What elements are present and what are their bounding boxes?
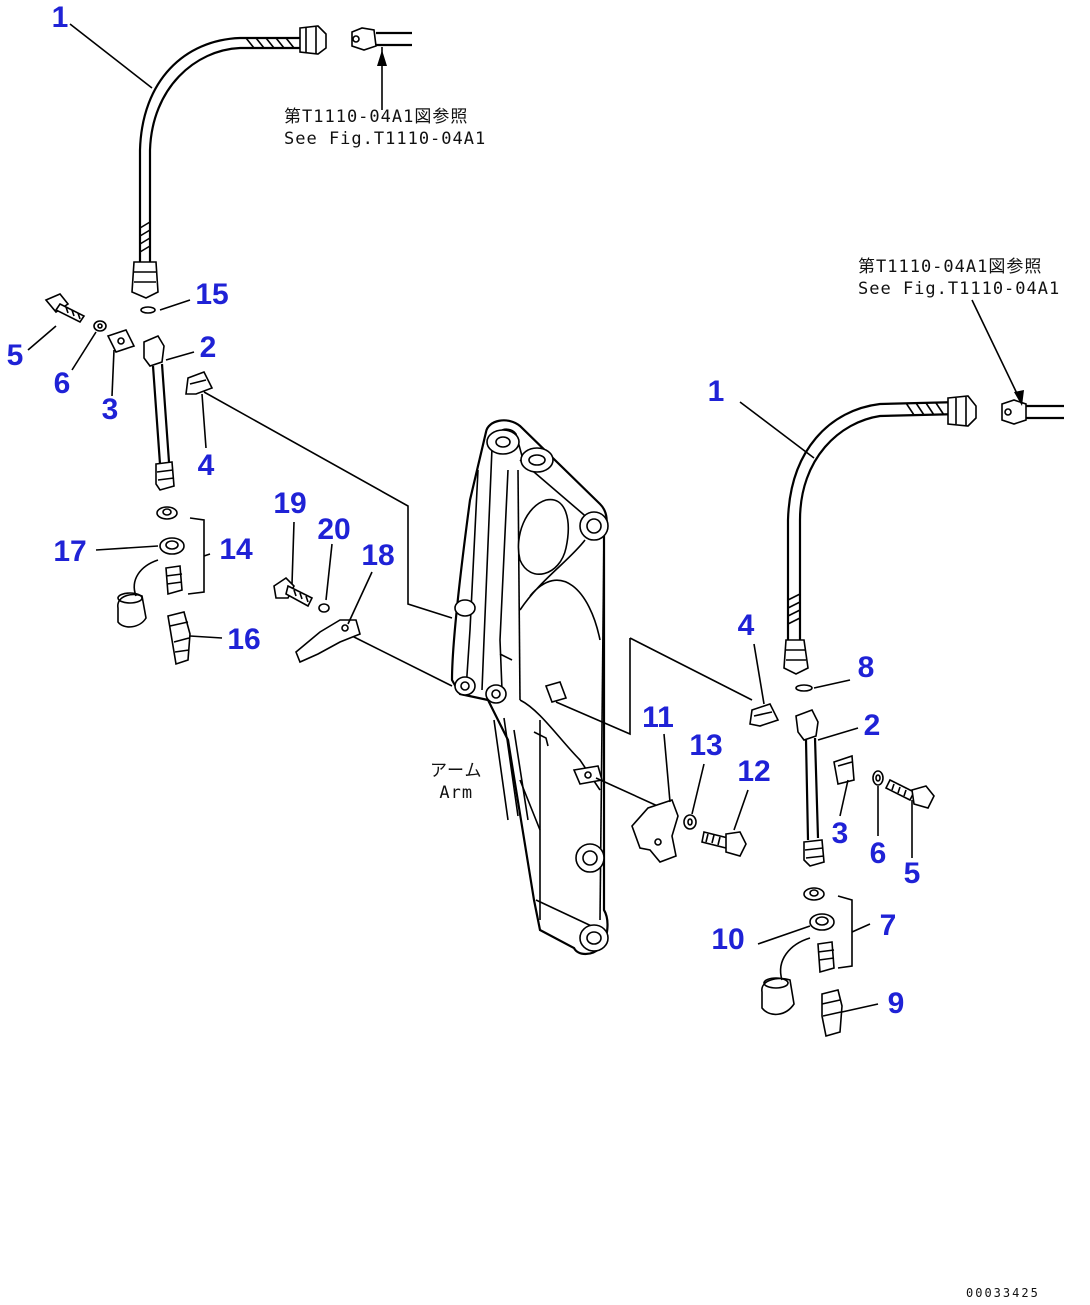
- callout-5-right: 5: [903, 857, 921, 890]
- washer-6-right: [872, 770, 884, 786]
- callout-3-right: 3: [831, 817, 849, 850]
- arm-body: [450, 419, 609, 956]
- callout-17: 17: [53, 535, 87, 568]
- clamp-4-left: [185, 370, 214, 395]
- callout-14: 14: [219, 533, 253, 566]
- reference-note-upper: 第T1110-04A1図参照 See Fig.T1110-04A1: [284, 106, 486, 150]
- cap-10: [761, 937, 811, 1016]
- leader-bracket-11: [595, 777, 663, 809]
- callout-9: 9: [887, 987, 905, 1020]
- arm-label-jp: アーム: [430, 761, 483, 781]
- reference-note-upper-en: See Fig.T1110-04A1: [284, 129, 487, 149]
- reference-note-right-jp: 第T1110-04A1図参照: [858, 257, 1043, 277]
- cap-17: [117, 559, 159, 628]
- arm-label: アーム Arm: [430, 760, 482, 804]
- tube-2-left: [143, 334, 175, 491]
- clamp-4-right: [749, 703, 780, 727]
- tube-2-right: [795, 708, 825, 867]
- o-ring-8: [795, 684, 813, 692]
- leader-clamp-4-right-a: [555, 638, 631, 736]
- callout-4-right: 4: [737, 609, 755, 642]
- o-ring-15: [140, 306, 156, 314]
- leader-clamp-4-right-b: [629, 637, 753, 701]
- callout-18: 18: [361, 539, 395, 572]
- fitting-16: [167, 611, 191, 666]
- callout-8: 8: [857, 651, 875, 684]
- callout-16: 16: [227, 623, 261, 656]
- washer-20: [318, 603, 330, 613]
- callout-12: 12: [737, 755, 771, 788]
- callout-4-left: 4: [197, 449, 215, 482]
- reference-note-right: 第T1110-04A1図参照 See Fig.T1110-04A1: [858, 256, 1060, 300]
- bolt-19: [273, 576, 314, 608]
- callout-11: 11: [642, 701, 674, 734]
- leader-clamp-4-left: [203, 391, 453, 619]
- arm-label-en: Arm: [439, 783, 474, 803]
- nut-group-7: [803, 887, 853, 974]
- callout-13: 13: [689, 729, 723, 762]
- callout-3-left: 3: [101, 393, 119, 426]
- bracket-18: [295, 619, 361, 664]
- leader-bracket-18: [351, 635, 453, 687]
- callout-2-right: 2: [863, 709, 881, 742]
- right-mating-fitting: [971, 299, 1064, 425]
- callout-6-right: 6: [869, 837, 887, 870]
- bolt-5-left: [44, 293, 86, 324]
- fitting-9: [821, 989, 843, 1038]
- washer-6-left: [93, 320, 107, 332]
- drawing-code: 00033425: [966, 1286, 1040, 1300]
- hose-right: [783, 395, 977, 675]
- callout-6-left: 6: [53, 367, 71, 400]
- bracket-11: [631, 798, 679, 863]
- callout-1-upper: 1: [51, 1, 69, 34]
- washer-13: [683, 814, 697, 830]
- reference-note-right-en: See Fig.T1110-04A1: [858, 279, 1061, 299]
- callout-7: 7: [879, 909, 897, 942]
- bolt-5-right: [884, 778, 935, 809]
- callout-2-left: 2: [199, 331, 217, 364]
- callout-1-right: 1: [707, 375, 725, 408]
- callout-5-left: 5: [6, 339, 24, 372]
- callout-20: 20: [317, 513, 351, 546]
- nut-group-14: [156, 506, 205, 596]
- callout-15: 15: [195, 278, 229, 311]
- reference-note-upper-jp: 第T1110-04A1図参照: [284, 107, 469, 127]
- bolt-12: [701, 831, 747, 857]
- upper-mating-fitting: [351, 27, 412, 110]
- callout-10: 10: [711, 923, 745, 956]
- clamp-3-right: [833, 754, 855, 785]
- callout-leaders: [27, 23, 913, 1013]
- callout-19: 19: [273, 487, 307, 520]
- hose-upper-left: [131, 25, 327, 299]
- clamp-3-left: [106, 329, 136, 353]
